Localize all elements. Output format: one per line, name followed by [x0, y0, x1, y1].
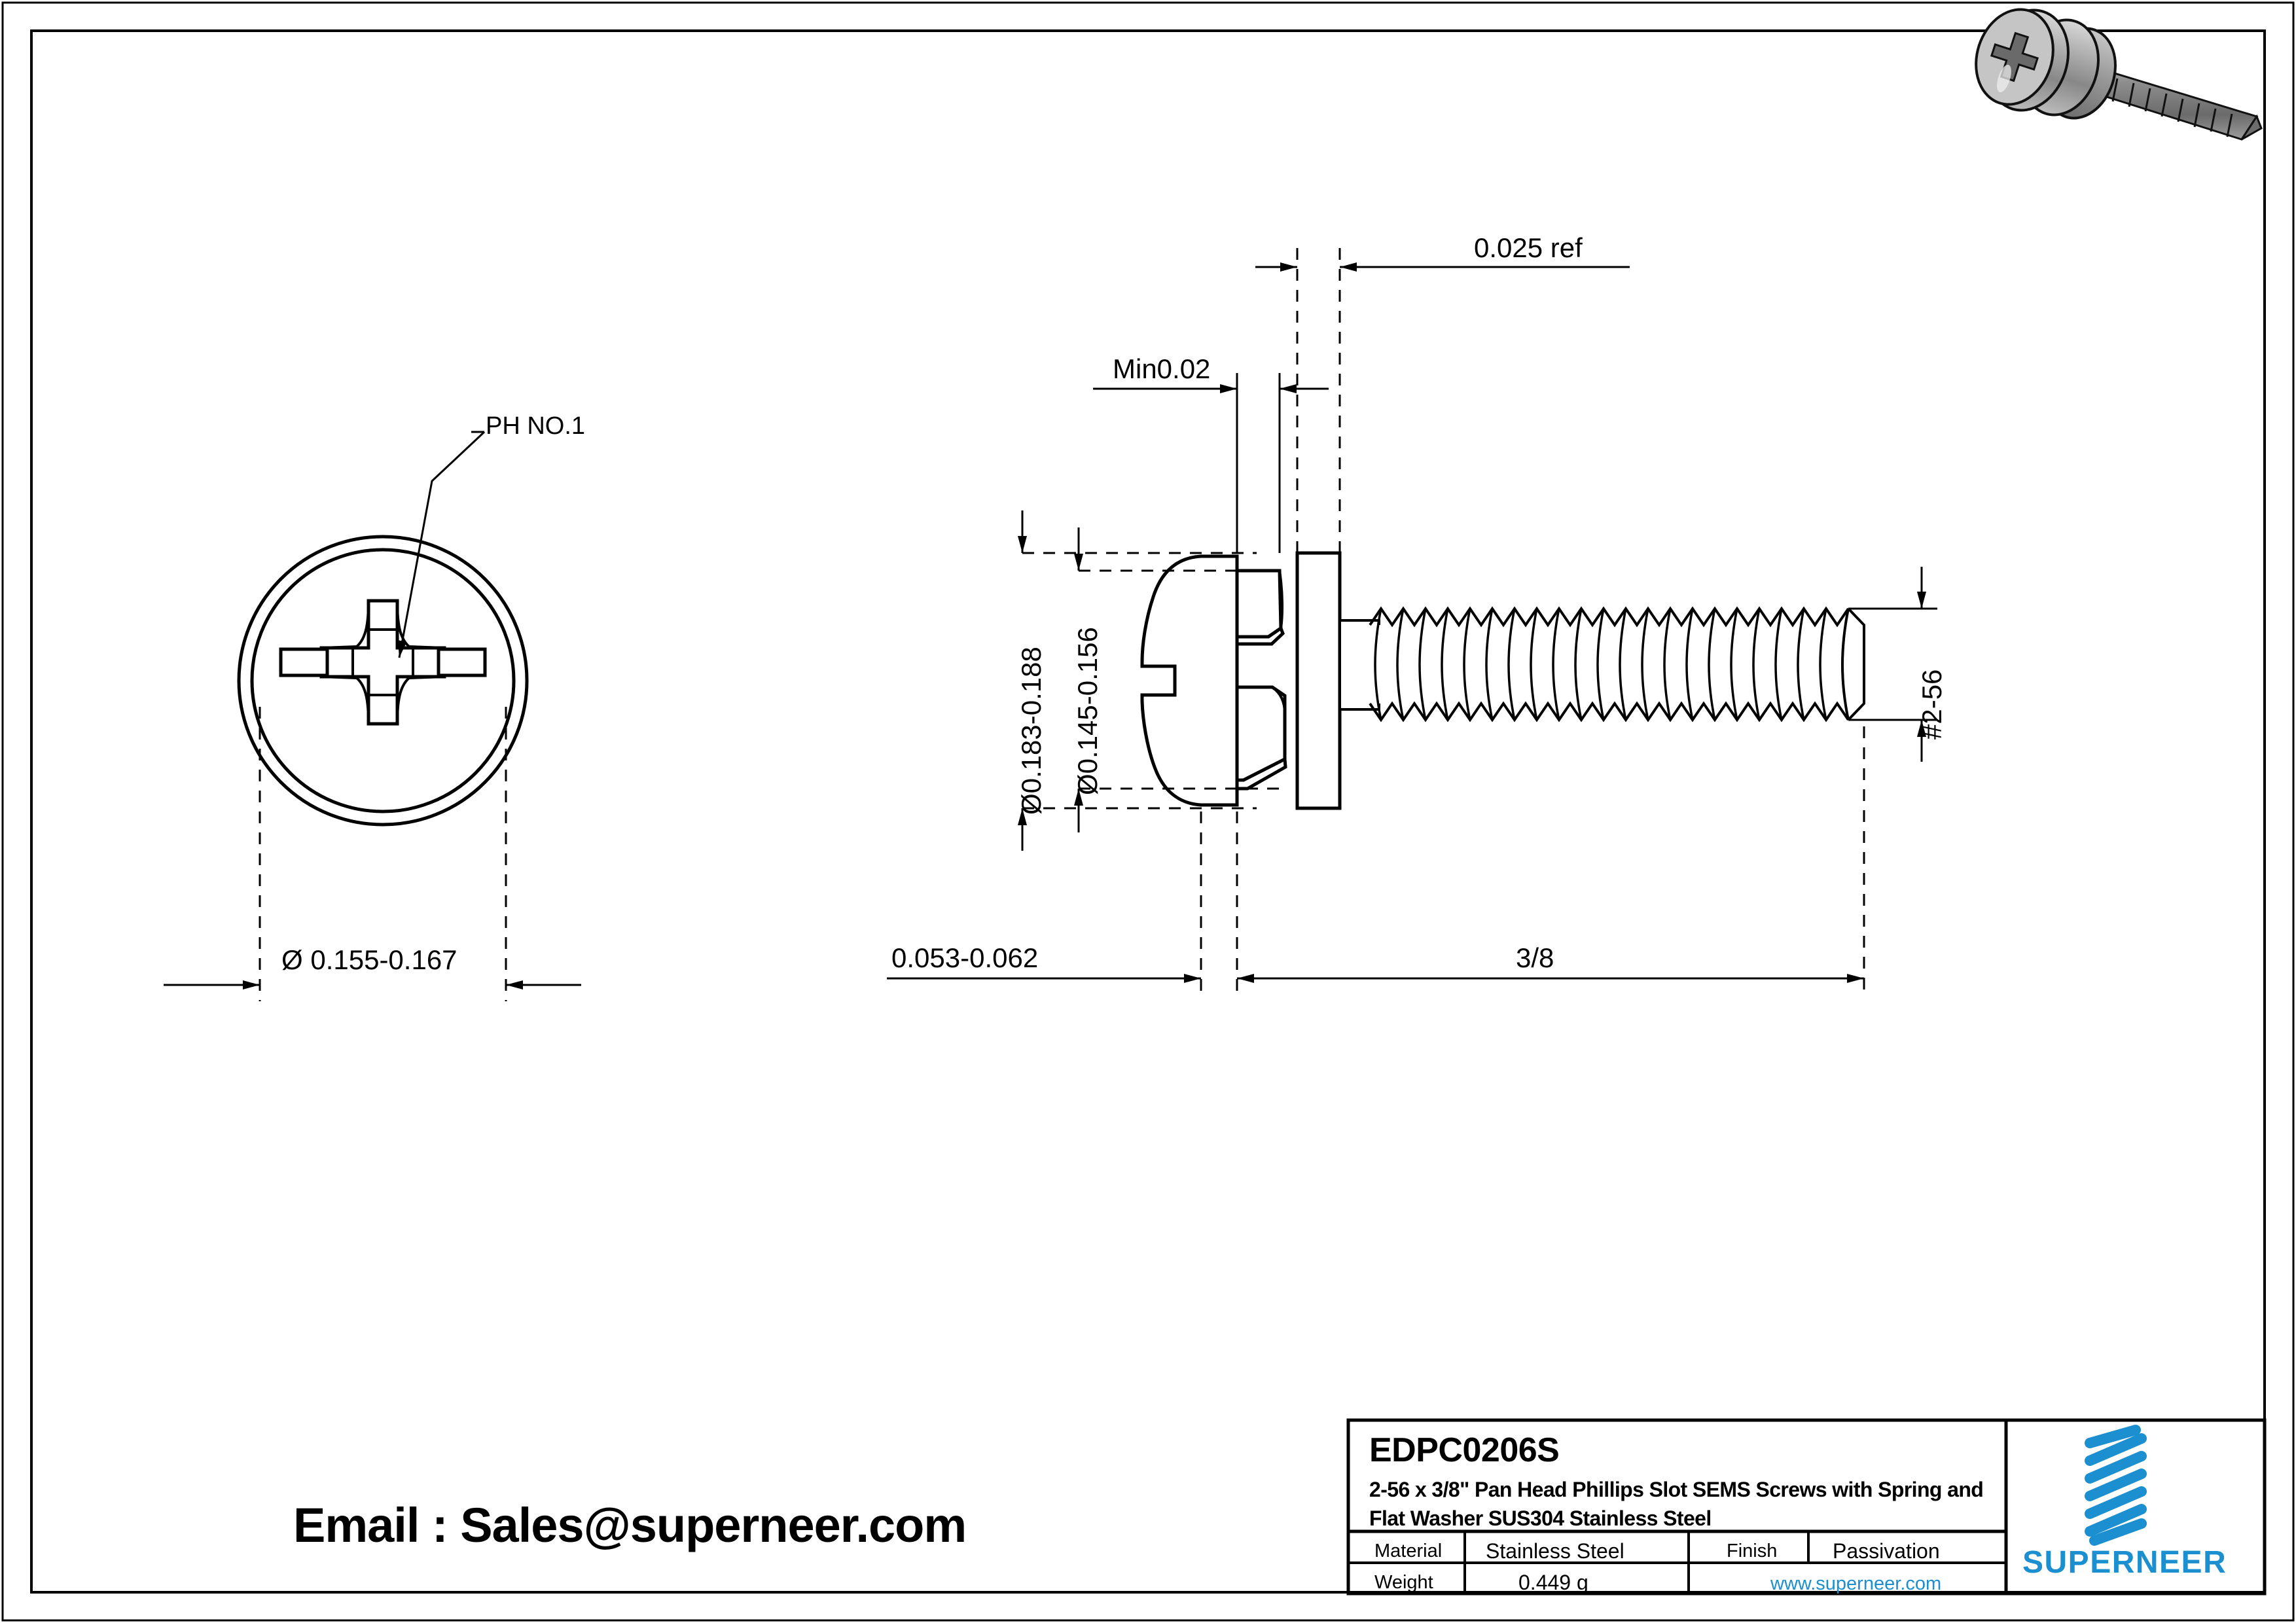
material-value: Stainless Steel [1486, 1539, 1624, 1563]
superneer-logo-text: SUPERNEER [2022, 1545, 2227, 1580]
weight-value: 0.449 g [1518, 1571, 1588, 1594]
weight-label: Weight [1374, 1572, 1433, 1593]
front-view-diameter-dim: Ø 0.155-0.167 [281, 944, 457, 975]
finish-label: Finish [1727, 1541, 1778, 1561]
thread-profile [1369, 606, 1865, 722]
dim-label-head-diameter: Ø0.183-0.188 [1016, 647, 1047, 815]
part-number: EDPC0206S [1369, 1431, 1560, 1469]
title-block-frame [1346, 1418, 2267, 1596]
finish-value: Passivation [1833, 1539, 1940, 1563]
side-view [887, 242, 1937, 995]
dim-min002 [1093, 373, 1329, 553]
dim-label-head-height: 0.053-0.062 [891, 942, 1039, 973]
superneer-logo-mark [2085, 1425, 2147, 1546]
front-view [164, 431, 581, 1001]
website-link[interactable]: www.superneer.com [1770, 1573, 1942, 1594]
email-line: Email : Sales@superneer.com [293, 1498, 967, 1552]
dim-label-washer-diameter: Ø0.145-0.156 [1072, 627, 1103, 795]
dim-washer-diameter [1074, 527, 1283, 832]
part-description-line1: 2-56 x 3/8" Pan Head Phillips Slot SEMS … [1369, 1478, 1984, 1501]
dim-0025-ref [1255, 242, 1630, 553]
part-description-line2: Flat Washer SUS304 Stainless Steel [1369, 1507, 1712, 1530]
material-label: Material [1374, 1541, 1443, 1561]
isometric-screw-render [1975, 8, 2263, 141]
dim-thread-spec [1848, 567, 1937, 762]
dim-label-0025-ref: 0.025 ref [1474, 232, 1583, 263]
dim-label-thread-length: 3/8 [1516, 942, 1554, 973]
dim-thread-length [1237, 726, 1865, 995]
ph-no1-callout: PH NO.1 [486, 412, 586, 440]
dim-label-min002: Min0.02 [1113, 353, 1211, 384]
dim-head-diameter [1018, 510, 1257, 851]
dim-label-thread-spec: #2-56 [1916, 669, 1947, 740]
